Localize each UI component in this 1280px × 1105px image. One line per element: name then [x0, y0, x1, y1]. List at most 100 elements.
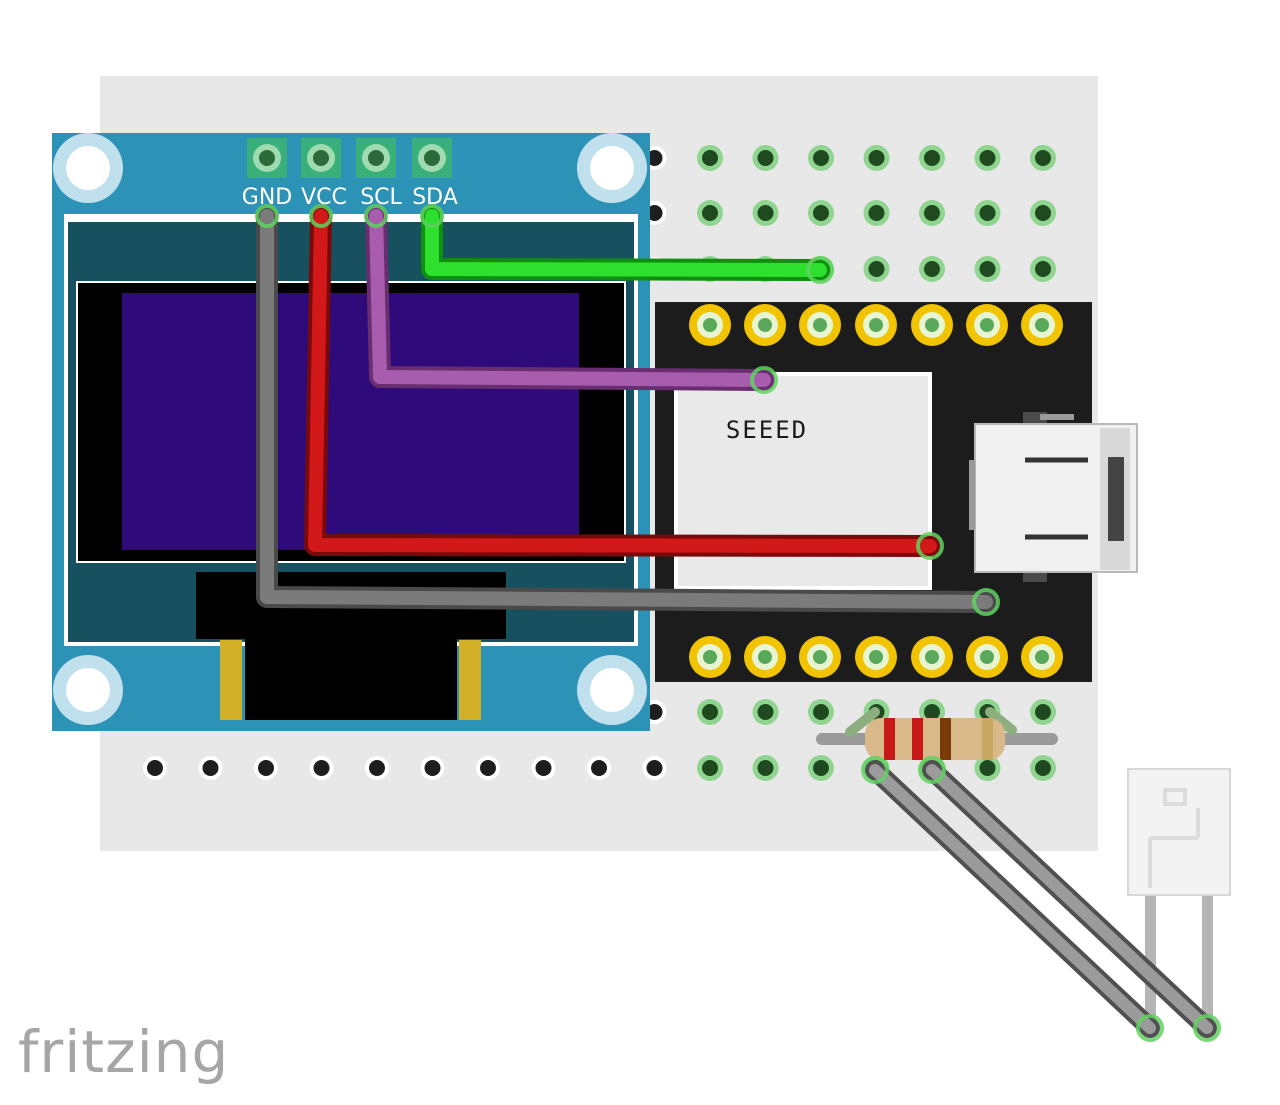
- seeed-xiao-board: SEEED: [655, 302, 1138, 682]
- endpoint-ring: [364, 204, 388, 228]
- hole-center: [813, 704, 829, 720]
- endpoint-ring: [1136, 1014, 1164, 1042]
- wire-endpoints: [255, 204, 1221, 1042]
- hole-center: [813, 760, 829, 776]
- hole-center: [424, 760, 441, 776]
- hole-center: [979, 760, 996, 776]
- oled-pin-hole: [424, 150, 440, 166]
- fritzing-logo: fritzing: [18, 1018, 229, 1086]
- usb-side-ridge: [1040, 414, 1074, 420]
- wires: [255, 204, 1221, 1042]
- resistor-band: [982, 718, 993, 760]
- endpoint-ring: [750, 366, 778, 394]
- mcu-pin-hole: [703, 318, 717, 332]
- oled-pin-hole: [368, 150, 384, 166]
- hole-center: [1035, 150, 1051, 166]
- usb-c-connector: [969, 412, 1138, 582]
- mcu-pin-hole: [925, 318, 939, 332]
- wire-gnd: [260, 209, 993, 609]
- hole-center: [313, 760, 330, 776]
- hole-center: [868, 261, 885, 277]
- mcu-pin-hole: [1035, 650, 1049, 664]
- resistor-leg: [845, 707, 880, 737]
- hole-center: [646, 704, 663, 720]
- ir-body: [1127, 768, 1231, 896]
- mcu-pin-hole: [980, 318, 994, 332]
- mcu-pin-hole: [758, 650, 772, 664]
- hole-center: [868, 150, 885, 166]
- hole-center: [1035, 261, 1051, 277]
- endpoint-ring: [806, 256, 834, 284]
- oled-module: GND VCC SCL SDA: [52, 133, 650, 731]
- endpoint-ring: [309, 204, 333, 228]
- endpoint-ring: [255, 204, 279, 228]
- hole-center: [757, 150, 774, 166]
- hole-center: [646, 760, 663, 776]
- hole-center: [147, 760, 163, 776]
- endpoint-ring: [420, 204, 444, 228]
- resistor-band: [884, 718, 895, 760]
- oled-mount-holes: [53, 133, 647, 725]
- resistor: [816, 707, 1058, 760]
- wire-scl: [369, 209, 771, 387]
- hole-center: [979, 150, 996, 166]
- mcu-pin-hole: [703, 650, 717, 664]
- ir-leg: [1202, 895, 1213, 1030]
- hole-center: [480, 760, 496, 776]
- oled-screen: [122, 293, 579, 550]
- mcu-pin-pads: [689, 304, 1063, 678]
- usb-port: [1108, 457, 1124, 541]
- mount-hole-inner: [66, 146, 110, 190]
- hole-center: [646, 150, 663, 166]
- hole-center: [979, 261, 996, 277]
- oled-ribbon-tail: [245, 638, 457, 720]
- mcu-pin-hole: [1035, 318, 1049, 332]
- mcu-pin-hole: [980, 650, 994, 664]
- hole-center: [924, 205, 940, 221]
- hole-center: [591, 760, 607, 776]
- hole-center: [702, 760, 718, 776]
- resistor-body: [865, 718, 1005, 760]
- hole-center: [1035, 704, 1051, 720]
- mcu-pin-hole: [813, 650, 827, 664]
- wire-ir-1-core: [869, 764, 1156, 1034]
- hole-center: [702, 704, 718, 720]
- resistor-band: [940, 718, 951, 760]
- hole-center: [924, 704, 940, 720]
- oled-ribbon-tab-right: [459, 640, 481, 720]
- mcu-pin-hole: [758, 318, 772, 332]
- hole-center: [1035, 205, 1051, 221]
- hole-center: [757, 205, 774, 221]
- hole-center: [924, 150, 940, 166]
- hole-center: [702, 205, 718, 221]
- hole-center: [813, 150, 829, 166]
- endpoint-ring: [916, 532, 944, 560]
- mount-hole-inner: [590, 668, 634, 712]
- mcu-pin-hole: [925, 650, 939, 664]
- mount-hole-inner: [66, 668, 110, 712]
- oled-pin-labels: GND VCC SCL SDA: [242, 185, 458, 210]
- hole-center: [258, 760, 274, 776]
- endpoint-ring: [918, 756, 946, 784]
- mount-hole-inner: [590, 146, 634, 190]
- endpoint-ring: [861, 756, 889, 784]
- oled-header-pins: [247, 138, 452, 178]
- endpoint-ring: [972, 588, 1000, 616]
- resistor-band: [912, 718, 923, 760]
- mcu-pin-hole: [869, 318, 883, 332]
- hole-center: [813, 205, 829, 221]
- hole-center: [757, 760, 774, 776]
- usb-side-ridge: [969, 460, 975, 530]
- hole-center: [202, 760, 219, 776]
- wire-sda: [425, 209, 827, 277]
- hole-center: [702, 150, 718, 166]
- hole-center: [757, 704, 774, 720]
- mcu-label: SEEED: [726, 416, 808, 444]
- mcu-pin-hole: [813, 318, 827, 332]
- hole-center: [369, 760, 385, 776]
- ir-lens-mark: [1148, 788, 1200, 888]
- oled-pin-hole: [313, 150, 329, 166]
- resistor-leg: [985, 707, 1017, 735]
- hole-center: [868, 205, 885, 221]
